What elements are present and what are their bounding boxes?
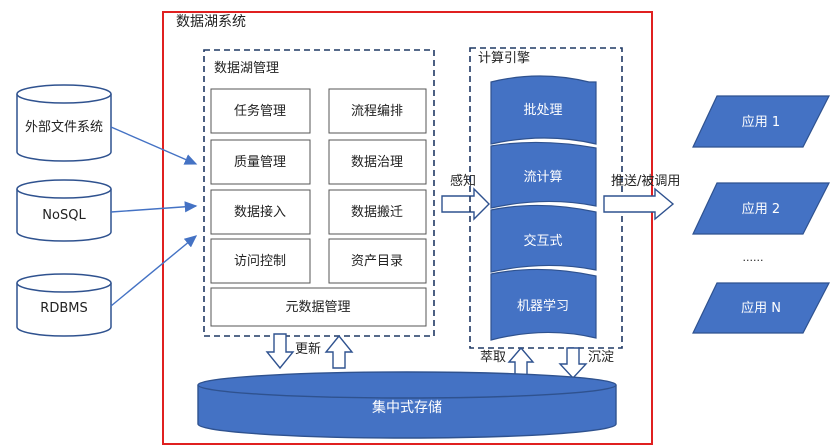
mgmt-cell-flow (328, 88, 427, 134)
arrow-settle-label: 沉淀 (588, 350, 614, 365)
engine-block-batch (490, 75, 597, 145)
mgmt-cell-migrate (328, 189, 427, 235)
arrow-update-up (324, 334, 354, 369)
mgmt-cell-ingest (210, 189, 311, 235)
app-label-1: 应用 1 (742, 114, 780, 130)
data-lake-system-frame (162, 11, 653, 445)
source-label-rdbms: RDBMS (40, 301, 87, 316)
arrow-settle-down (558, 347, 588, 380)
engine-block-ml (490, 268, 597, 341)
lake-management-panel (203, 49, 435, 337)
mgmt-cell-quality (210, 139, 311, 185)
app-shape-2 (692, 182, 830, 235)
mgmt-cell-task (210, 88, 311, 134)
mgmt-cell-catalog (328, 238, 427, 284)
compute-engine-title: 计算引擎 (478, 51, 530, 66)
mgmt-cell-access-label: 访问控制 (234, 254, 286, 269)
app-label-n: 应用 N (741, 300, 781, 316)
engine-label-batch: 批处理 (523, 103, 562, 118)
source-label-external-fs: 外部文件系统 (25, 120, 103, 135)
app-shape-n (692, 282, 830, 334)
mgmt-cell-ingest-label: 数据接入 (234, 204, 286, 220)
lake-management-title: 数据湖管理 (214, 61, 279, 76)
engine-block-interactive (490, 204, 597, 273)
arrow-update-label: 更新 (295, 341, 321, 357)
data-lake-system-title: 数据湖系统 (176, 14, 246, 30)
engine-block-stream (490, 141, 597, 209)
engine-label-ml: 机器学习 (517, 298, 569, 314)
mgmt-cell-flow-label: 流程编排 (351, 104, 403, 119)
management-grid: 任务管理 流程编排 质量管理 数据治理 数据接入 数据搬迁 访问控制 资产目录 … (210, 88, 427, 327)
mgmt-cell-access (210, 238, 311, 284)
arrow-rdbms-to-lake (110, 235, 198, 307)
arrow-push (603, 187, 675, 221)
arrow-update-down (265, 333, 295, 370)
arrow-extract-up (507, 346, 535, 377)
arrow-nosql-to-lake (110, 201, 198, 213)
engine-label-interactive: 交互式 (523, 233, 562, 249)
arrow-sense (441, 187, 490, 221)
arrow-push-label: 推送/被调用 (611, 174, 680, 189)
app-shape-1 (692, 95, 830, 148)
mgmt-cell-metadata (210, 287, 427, 327)
mgmt-cell-catalog-label: 资产目录 (351, 254, 403, 269)
app-ellipsis: ...... (743, 251, 764, 264)
source-cylinder-nosql: NoSQL (16, 179, 112, 242)
app-label-2: 应用 2 (742, 201, 780, 217)
source-label-nosql: NoSQL (42, 208, 86, 223)
arrow-sense-label: 感知 (450, 173, 476, 189)
source-cylinder-rdbms: RDBMS (16, 273, 112, 337)
arrow-extract-label: 萃取 (480, 350, 506, 365)
mgmt-cell-task-label: 任务管理 (234, 103, 286, 119)
engine-stack: 批处理 流计算 交互式 机器学习 (490, 75, 597, 341)
mgmt-cell-governance-label: 数据治理 (351, 155, 403, 170)
mgmt-cell-migrate-label: 数据搬迁 (351, 205, 403, 220)
central-storage-cylinder: 集中式存储 (197, 371, 617, 439)
arrow-external-fs-to-lake (110, 126, 198, 165)
mgmt-cell-metadata-label: 元数据管理 (285, 300, 350, 315)
engine-label-stream: 流计算 (523, 170, 562, 185)
central-storage-label: 集中式存储 (372, 399, 442, 416)
mgmt-cell-quality-label: 质量管理 (234, 155, 286, 170)
mgmt-cell-governance (328, 139, 427, 185)
source-cylinder-external-fs: 外部文件系统 (16, 84, 112, 162)
